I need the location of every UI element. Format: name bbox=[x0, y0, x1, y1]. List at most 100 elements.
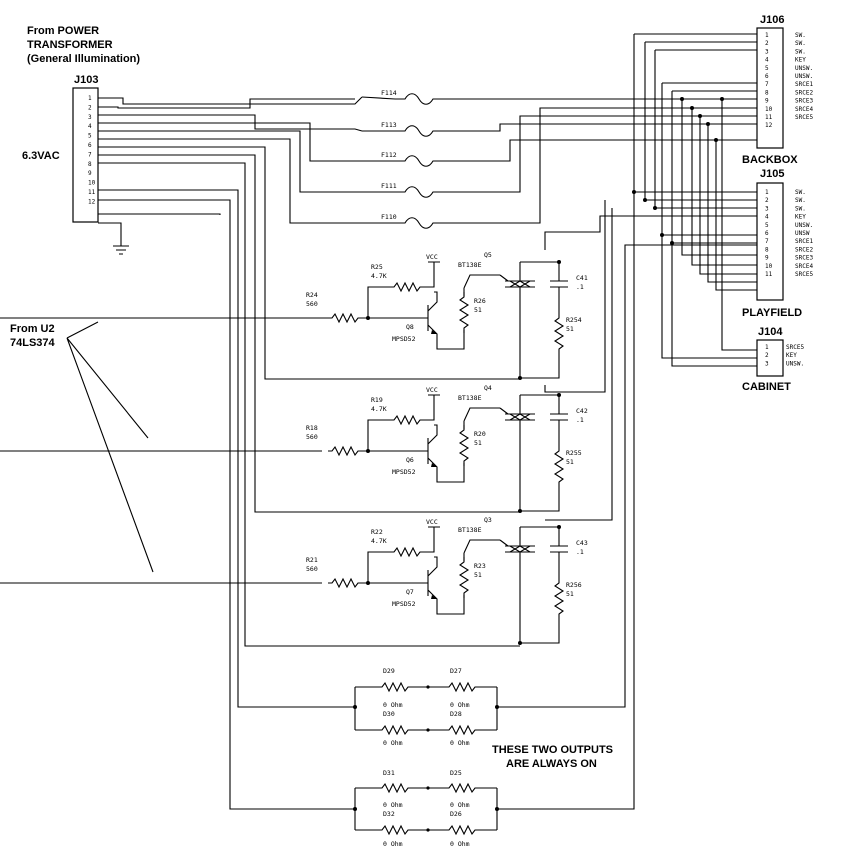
snubber-resistor bbox=[554, 312, 564, 355]
fuse-wiring bbox=[98, 96, 363, 224]
transistor-symbol bbox=[427, 424, 465, 483]
gate-resistor-label: R20 bbox=[474, 430, 486, 438]
j106-signal-1: SW. bbox=[795, 32, 806, 39]
j105-pin-9: 9 bbox=[765, 255, 769, 262]
net1-tl-v: 0 Ohm bbox=[383, 701, 403, 709]
triac-symbol bbox=[499, 262, 535, 378]
j103-pin-8: 8 bbox=[88, 161, 92, 168]
j106-pin-9: 9 bbox=[765, 98, 769, 105]
pullup-resistor bbox=[389, 547, 425, 557]
snubber-value: 51 bbox=[566, 325, 574, 333]
base-resistor bbox=[327, 313, 363, 323]
j104-pin-1: 1 bbox=[765, 344, 769, 351]
junction-dot bbox=[557, 260, 561, 264]
j106-signal-8: SRCE2 bbox=[795, 89, 813, 96]
j103-pin-10: 10 bbox=[88, 180, 96, 187]
junction-dot bbox=[518, 376, 522, 380]
snubber-wiring bbox=[520, 261, 568, 379]
driver-stages: R24560R254.7KVCCQ8MPSD52R2651Q5BT138EC41… bbox=[306, 251, 588, 645]
base-resistor-label: R18 bbox=[306, 424, 318, 432]
j105-caption: PLAYFIELD bbox=[742, 307, 802, 319]
stage-wiring bbox=[98, 146, 757, 810]
j106-pin-3: 3 bbox=[765, 48, 769, 55]
j105-signal-2: SW. bbox=[795, 197, 806, 204]
pullup-value: 4.7K bbox=[371, 272, 387, 280]
note-label-2: ARE ALWAYS ON bbox=[506, 758, 597, 770]
junction-dot bbox=[557, 393, 561, 397]
pullup-wiring bbox=[362, 526, 440, 584]
fuse-label-1: F114 bbox=[381, 89, 397, 97]
j104-signal-2: KEY bbox=[786, 352, 797, 359]
base-resistor-label: R24 bbox=[306, 291, 318, 299]
triac-label: Q5 bbox=[484, 251, 492, 259]
j104-pin-3: 3 bbox=[765, 360, 769, 367]
base-resistor-value: 560 bbox=[306, 433, 318, 441]
j106-pin-11: 11 bbox=[765, 114, 773, 121]
junction-dot bbox=[557, 525, 561, 529]
j105-pin-8: 8 bbox=[765, 246, 769, 253]
j106-pin-5: 5 bbox=[765, 65, 769, 72]
j106-signal-9: SRCE3 bbox=[795, 98, 813, 105]
triac-type: BT138E bbox=[458, 261, 482, 269]
j105-signal-3: SW. bbox=[795, 205, 806, 212]
snubber-wiring bbox=[520, 394, 568, 512]
gate-resistor-value: 51 bbox=[474, 571, 482, 579]
vcc-label: VCC bbox=[426, 518, 438, 526]
j104-caption: CABINET bbox=[742, 381, 791, 393]
triac-type: BT138E bbox=[458, 394, 482, 402]
gate-resistor bbox=[459, 291, 469, 334]
j106-pin-7: 7 bbox=[765, 81, 769, 88]
fuse-f112 bbox=[394, 155, 444, 167]
cap-label: C41 bbox=[576, 274, 588, 282]
j105-signal-4: KEY bbox=[795, 214, 806, 221]
net2-mr: D26 bbox=[450, 810, 462, 818]
net1-tr-v: 0 Ohm bbox=[450, 701, 470, 709]
emitter-arrow-icon bbox=[431, 463, 437, 467]
j106-connector bbox=[756, 27, 784, 149]
ground-icon bbox=[113, 245, 129, 255]
j105-signal-9: SRCE3 bbox=[795, 255, 813, 262]
j106-pin-12: 12 bbox=[765, 122, 773, 129]
junction-dot bbox=[366, 449, 370, 453]
gate-wiring bbox=[463, 274, 500, 296]
pullup-label: R25 bbox=[371, 263, 383, 271]
fuse-label-5: F110 bbox=[381, 213, 397, 221]
j105-pin-7: 7 bbox=[765, 238, 769, 245]
j103-name: J103 bbox=[74, 74, 98, 86]
base-resistor-value: 560 bbox=[306, 300, 318, 308]
bus-wiring bbox=[443, 33, 757, 367]
pullup-value: 4.7K bbox=[371, 405, 387, 413]
j103-pin-1: 1 bbox=[88, 95, 92, 102]
driver-label-2: 74LS374 bbox=[10, 337, 56, 349]
j105-signal-1: SW. bbox=[795, 189, 806, 196]
j105-signal-11: SRCE5 bbox=[795, 271, 813, 278]
pullup-label: R22 bbox=[371, 528, 383, 536]
fuse-leads bbox=[361, 96, 396, 224]
j105-signal-10: SRCE4 bbox=[795, 263, 813, 270]
j103-pin-4: 4 bbox=[88, 123, 92, 130]
pullup-resistor bbox=[389, 282, 425, 292]
net2-ml: D32 bbox=[383, 810, 395, 818]
base-resistor bbox=[327, 578, 363, 588]
vcc-label: VCC bbox=[426, 253, 438, 261]
j103-pin-7: 7 bbox=[88, 151, 92, 158]
fuse-label-4: F111 bbox=[381, 182, 397, 190]
supply-label: 6.3VAC bbox=[22, 150, 60, 162]
pullup-label: R19 bbox=[371, 396, 383, 404]
j105-pin-1: 1 bbox=[765, 189, 769, 196]
snubber-label: R255 bbox=[566, 449, 582, 457]
triac-symbol bbox=[499, 527, 535, 643]
j106-pin-8: 8 bbox=[765, 89, 769, 96]
transistor-type: MPSD52 bbox=[392, 335, 416, 343]
triac-type: BT138E bbox=[458, 526, 482, 534]
j103-pin-2: 2 bbox=[88, 104, 92, 111]
j105-pin-5: 5 bbox=[765, 222, 769, 229]
driver-leader-lines bbox=[66, 321, 154, 573]
net1-br-v: 0 Ohm bbox=[450, 739, 470, 747]
junction-dot bbox=[518, 509, 522, 513]
triac-symbol bbox=[499, 395, 535, 511]
j103-pin-12: 12 bbox=[88, 198, 96, 205]
